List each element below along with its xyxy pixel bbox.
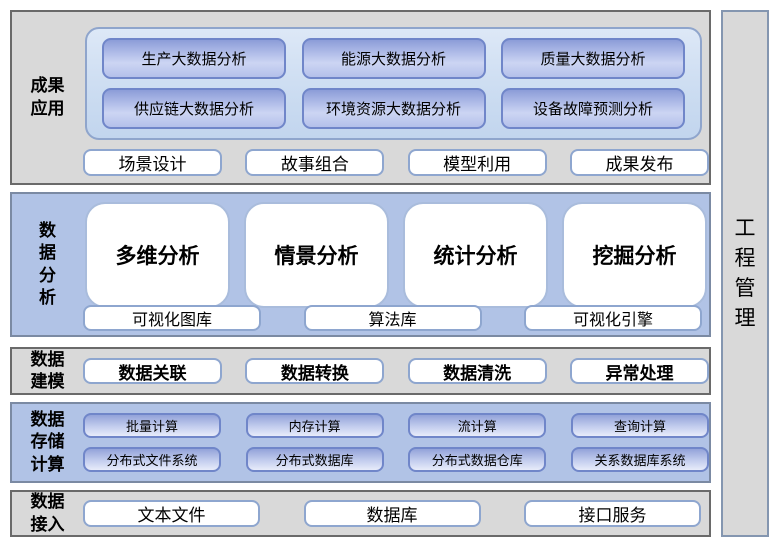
apps-row: 生产大数据分析 能源大数据分析 质量大数据分析 <box>102 38 685 79</box>
access-boxes-row: 文本文件 数据库 接口服务 <box>83 492 701 535</box>
tool-box-scene-design: 场景设计 <box>83 149 222 176</box>
analysis-libs-row: 可视化图库 算法库 可视化引擎 <box>83 305 702 331</box>
lib-box-visualization-engine: 可视化引擎 <box>524 305 702 331</box>
label-char: 析 <box>39 287 56 307</box>
access-box-database: 数据库 <box>303 500 481 527</box>
app-box-equipment-fault: 设备故障预测分析 <box>501 88 685 129</box>
module-box-mining: 挖掘分析 <box>562 202 707 308</box>
label-line: 接入 <box>30 514 65 534</box>
label-line: 存储 <box>30 432 65 452</box>
compute-box-memory: 内存计算 <box>245 413 384 438</box>
compute-box-stream: 流计算 <box>408 413 547 438</box>
label-line: 应用 <box>30 98 65 118</box>
label-line: 数据 <box>30 409 65 429</box>
layer-data-storage-computing: 数据 存储 计算 批量计算 内存计算 流计算 查询计算 分布式文件系统 分布式数… <box>10 402 711 483</box>
layer-label-access: 数据 接入 <box>12 492 83 535</box>
achievement-tools-row: 场景设计 故事组合 模型利用 成果发布 <box>83 149 709 176</box>
modeling-box-association: 数据关联 <box>83 358 222 384</box>
label-char: 管 <box>734 276 756 300</box>
app-box-production: 生产大数据分析 <box>102 38 286 79</box>
layer-label-achievement: 成果 应用 <box>12 12 83 183</box>
apps-row: 供应链大数据分析 环境资源大数据分析 设备故障预测分析 <box>102 88 685 129</box>
storage-row: 分布式文件系统 分布式数据库 分布式数据仓库 关系数据库系统 <box>83 447 709 472</box>
modeling-box-cleaning: 数据清洗 <box>407 358 547 384</box>
label-line: 数据 <box>30 349 65 369</box>
lib-box-algorithm-library: 算法库 <box>303 305 482 331</box>
label-char: 程 <box>734 246 756 270</box>
modeling-box-transformation: 数据转换 <box>245 358 385 384</box>
app-box-quality: 质量大数据分析 <box>501 38 685 79</box>
compute-box-batch: 批量计算 <box>83 413 221 438</box>
module-box-multidimensional: 多维分析 <box>85 202 230 308</box>
storage-box-distributed-warehouse: 分布式数据仓库 <box>408 447 547 472</box>
analysis-modules-row: 多维分析 情景分析 统计分析 挖掘分析 <box>85 202 707 308</box>
label-char: 分 <box>39 265 56 285</box>
access-box-interface-service: 接口服务 <box>524 500 701 527</box>
analysis-apps-container: 生产大数据分析 能源大数据分析 质量大数据分析 供应链大数据分析 环境资源大数据… <box>85 27 702 140</box>
access-box-text-file: 文本文件 <box>83 500 260 527</box>
module-box-scenario: 情景分析 <box>244 202 389 308</box>
label-line: 建模 <box>30 372 65 391</box>
app-box-supply-chain: 供应链大数据分析 <box>102 88 286 129</box>
lib-box-visualization-gallery: 可视化图库 <box>83 305 261 331</box>
compute-box-query: 查询计算 <box>570 413 709 438</box>
tool-box-model-utilization: 模型利用 <box>407 149 547 176</box>
app-box-environment: 环境资源大数据分析 <box>301 88 486 129</box>
label-char: 理 <box>734 306 756 330</box>
layer-label-analysis: 数 据 分 析 <box>12 194 83 335</box>
modeling-box-exception: 异常处理 <box>569 358 709 384</box>
layer-data-analysis: 数 据 分 析 多维分析 情景分析 统计分析 挖掘分析 可视化图库 算法库 可视… <box>10 192 711 337</box>
label-line: 成果 <box>30 76 65 96</box>
layer-label-modeling: 数据 建模 <box>12 349 83 393</box>
tool-box-story-combination: 故事组合 <box>245 149 385 176</box>
storage-rows: 批量计算 内存计算 流计算 查询计算 分布式文件系统 分布式数据库 分布式数据仓… <box>83 404 709 481</box>
storage-box-distributed-file-system: 分布式文件系统 <box>83 447 221 472</box>
panel-engineering-management: 工 程 管 理 <box>721 10 769 537</box>
app-box-energy: 能源大数据分析 <box>301 38 486 79</box>
layer-data-access: 数据 接入 文本文件 数据库 接口服务 <box>10 490 711 537</box>
label-char: 数 <box>39 220 56 240</box>
label-char: 工 <box>734 216 756 240</box>
storage-box-relational-database: 关系数据库系统 <box>570 447 709 472</box>
label-line: 数据 <box>30 492 65 512</box>
tool-box-result-publish: 成果发布 <box>569 149 709 176</box>
module-box-statistical: 统计分析 <box>403 202 548 308</box>
label-char: 据 <box>39 243 56 263</box>
modeling-boxes-row: 数据关联 数据转换 数据清洗 异常处理 <box>83 349 709 393</box>
layer-data-modeling: 数据 建模 数据关联 数据转换 数据清洗 异常处理 <box>10 347 711 395</box>
computing-row: 批量计算 内存计算 流计算 查询计算 <box>83 413 709 438</box>
label-line: 计算 <box>30 454 65 474</box>
layer-achievement-application: 成果 应用 生产大数据分析 能源大数据分析 质量大数据分析 供应链大数据分析 环… <box>10 10 711 185</box>
storage-box-distributed-database: 分布式数据库 <box>245 447 384 472</box>
layer-label-storage: 数据 存储 计算 <box>12 404 83 481</box>
